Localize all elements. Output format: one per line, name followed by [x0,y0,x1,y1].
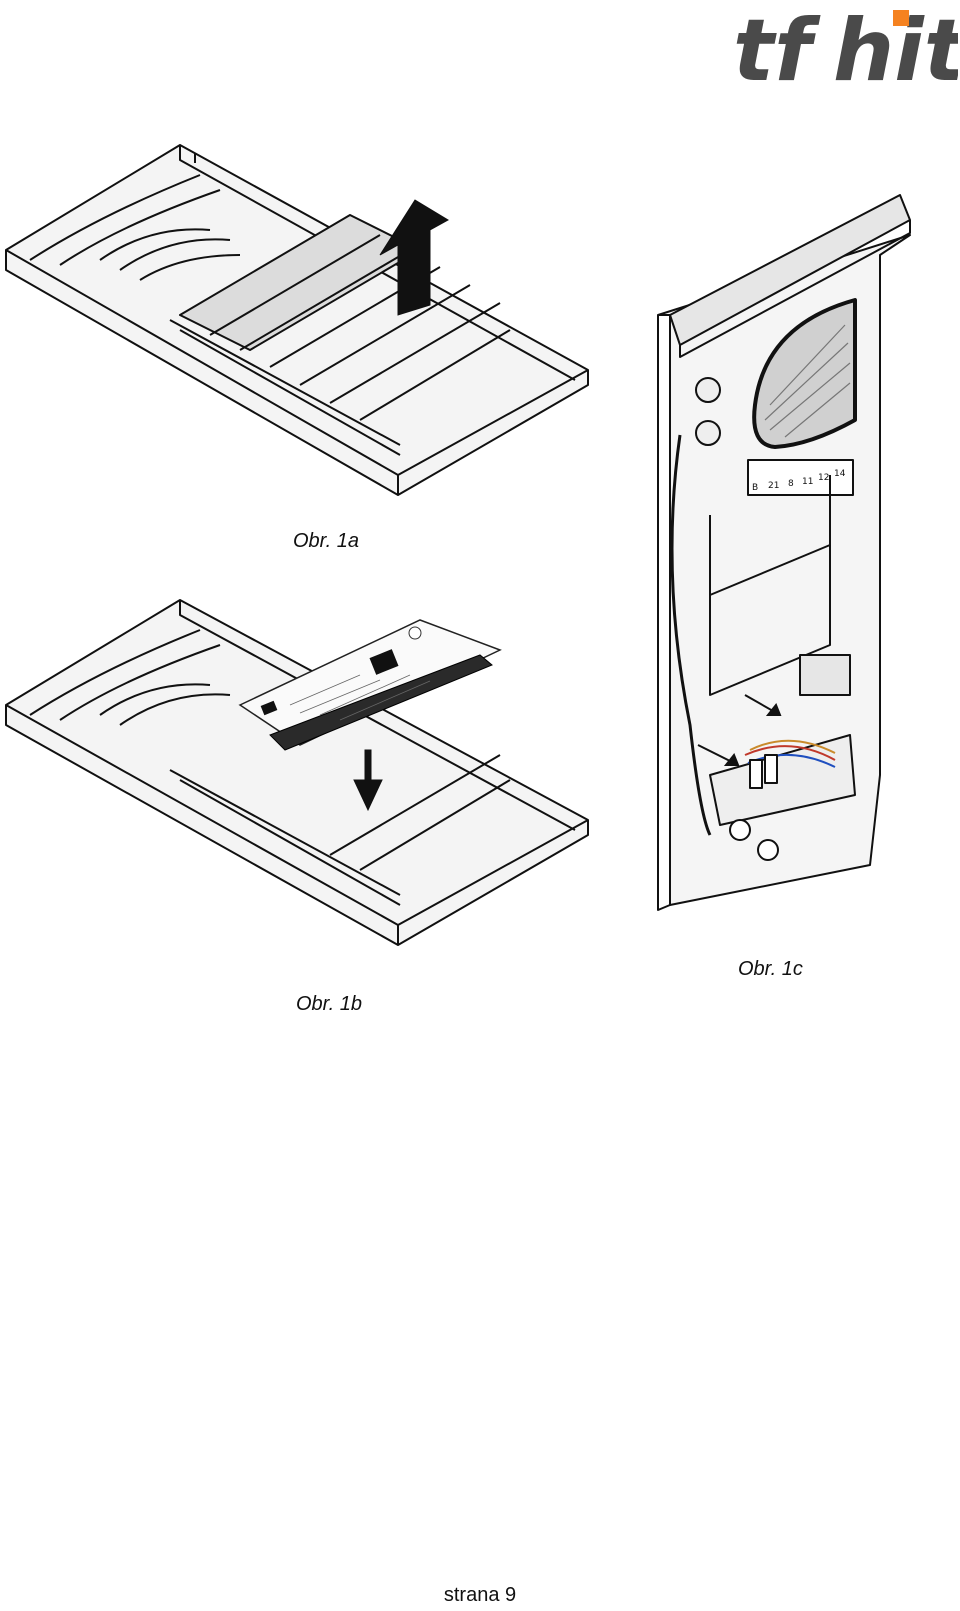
arrow-up-icon [379,199,449,316]
terminal-label-1: 21 [768,481,779,491]
page-number: strana 9 [443,1584,517,1606]
figure-1b-illustration [5,599,589,946]
terminal-label-0: B [752,483,758,493]
arrow-down-icon [353,749,383,812]
pcb-board [238,619,502,751]
figure-1b-caption: Obr. 1b [296,993,362,1015]
logo-text-tf: tf [733,2,821,90]
figure-1c-illustration: B 21 8 11 12 14 [657,194,911,911]
terminal-label-3: 11 [802,477,813,487]
logo-orange-dot [893,10,909,26]
figure-1a-illustration [5,144,589,496]
figure-1a-caption: Obr. 1a [293,530,359,552]
terminal-label-4: 12 [818,473,829,483]
figure-1c-caption: Obr. 1c [738,958,803,980]
terminal-label-5: 14 [834,469,846,479]
company-logo: tf hit [733,2,958,90]
terminal-label-2: 8 [788,479,794,489]
